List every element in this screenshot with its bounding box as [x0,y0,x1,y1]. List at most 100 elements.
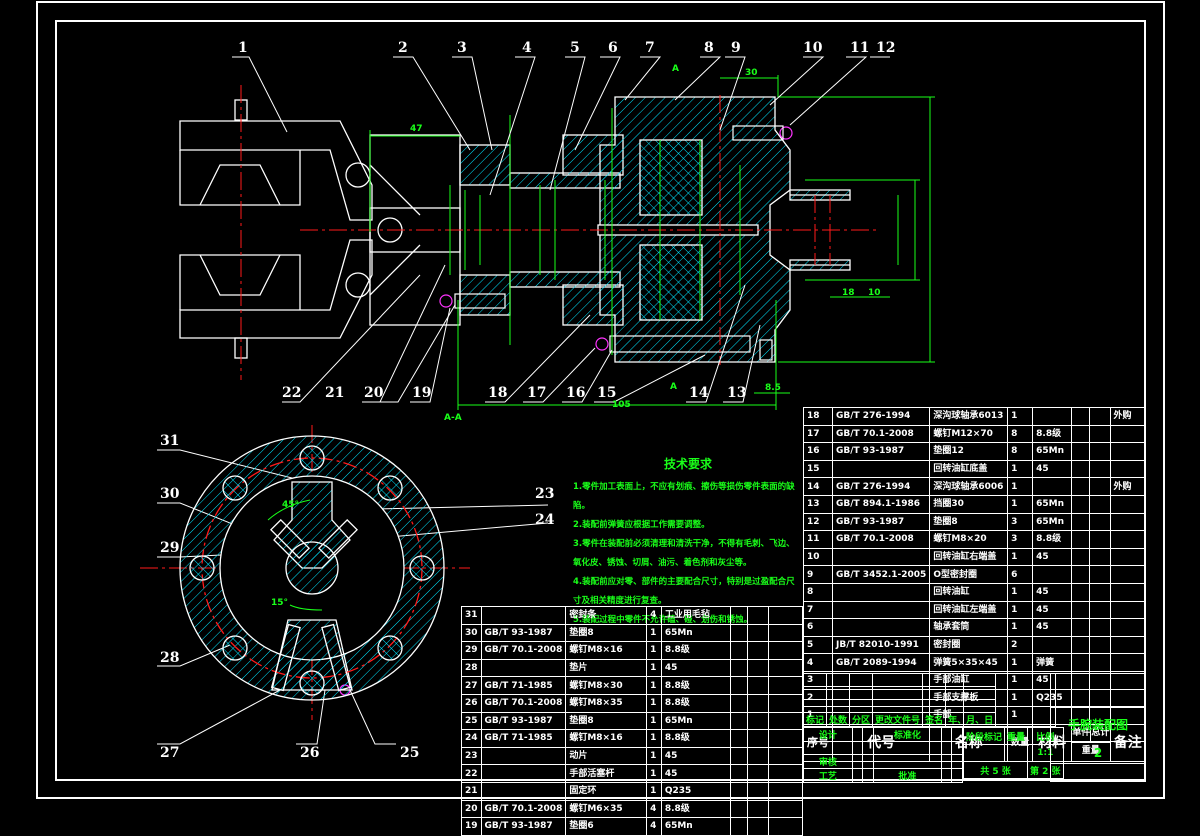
cell-no: 16 [803,442,833,461]
title-block-approvals: 设计标准化 审核 工艺批准 [803,727,963,783]
cell-total_wt [747,623,770,643]
callout-16: 16 [566,385,586,401]
cell-note [1109,600,1147,620]
callout-3: 3 [457,40,467,56]
label-design: 设计 [803,727,853,742]
cell-note: 外购 [1109,407,1147,426]
cell-qty: 1 [1007,407,1034,426]
label-count: 处数 [826,712,851,727]
cell-name: 回转油缸左端盖 [929,600,1009,620]
cell-no: 17 [803,424,833,444]
technical-requirements: 技术要求 1.零件加工表面上，不应有划痕、擦伤等损伤零件表面的缺陷。 2.装配前… [573,455,803,630]
drawing-title: 手腕装配图 [1050,707,1146,742]
cell-total_wt [747,817,770,836]
cell-material: 45 [660,746,732,766]
cell-code [480,764,567,783]
cell-material: 弹簧 [1032,653,1073,672]
revision-header-row: 标记 处数 分区 更改文件号 签名 年、月、日 [802,712,997,727]
cell-material: 8.8级 [1032,424,1073,444]
callout-12: 12 [876,40,896,56]
cell-note [768,623,803,643]
cell-unit_wt [730,729,749,748]
cell-material: 65Mn [660,711,732,731]
callout-11: 11 [850,40,870,56]
cell-qty: 3 [1007,512,1034,532]
gripper-hand [179,99,461,359]
cell-code [480,658,567,678]
title-block-empty-upper [963,673,1056,727]
cell-unit_wt [730,623,749,643]
cell-no: 14 [803,477,833,496]
cell-material: 65Mn [1032,494,1073,514]
cell-code: GB/T 2089-1994 [831,653,931,672]
bolts [454,125,784,361]
cell-code: GB/T 276-1994 [831,407,931,426]
cell-total_wt [1088,424,1111,444]
cell-note: 外购 [1109,477,1147,496]
cell-no: 9 [803,565,833,584]
cell-qty: 1 [1007,653,1034,672]
cell-name: 挡圈30 [929,494,1009,514]
cell-material: 工业用毛毡 [660,606,732,625]
cell-total_wt [1088,407,1111,426]
cell-material: 45 [660,658,732,678]
cell-unit_wt [1071,424,1090,444]
cell-total_wt [1088,618,1111,637]
cell-unit_wt [730,781,749,801]
cell-code: GB/T 276-1994 [831,477,931,496]
cell-total_wt [1088,600,1111,620]
label-mark: 标记 [802,712,828,727]
cell-no: 15 [803,459,833,479]
cell-qty: 1 [646,641,662,660]
cell-unit_wt [730,676,749,695]
cell-material: 8.8级 [660,676,732,695]
cell-qty: 1 [1007,477,1034,496]
cell-total_wt [1088,530,1111,549]
label-approve: 批准 [872,768,942,783]
cell-qty: 1 [646,693,662,713]
cell-note [1109,635,1147,655]
cell-material [1032,407,1073,426]
label-stage-mark: 阶段标记 [962,727,1006,745]
cell-qty: 1 [1007,547,1034,567]
cell-total_wt [747,711,770,731]
cell-no: 19 [461,817,482,836]
dim-105: 105 [612,400,631,410]
cell-code: GB/T 70.1-2008 [831,424,931,444]
cell-no: 8 [803,582,833,602]
cell-note [1109,565,1147,584]
callout-19: 19 [412,385,432,401]
cell-name: 垫圈8 [929,512,1009,532]
cell-qty: 1 [646,746,662,766]
cell-qty: 1 [646,676,662,695]
cell-unit_wt [730,658,749,678]
cell-code: GB/T 93-1987 [480,817,567,836]
cell-code: GB/T 93-1987 [480,711,567,731]
cell-unit_wt [1071,477,1090,496]
cell-material: 45 [1032,618,1073,637]
cell-qty: 2 [1007,635,1034,655]
dim-8-5: 8.5 [765,383,781,393]
cell-note [768,658,803,678]
cell-note [768,641,803,660]
cell-unit_wt [1071,547,1090,567]
cell-no: 7 [803,600,833,620]
callout-25: 25 [400,745,420,761]
dim-18: 18 [842,288,855,298]
cell-qty: 1 [646,729,662,748]
drawing-number: 2 [1050,741,1146,764]
cell-code: GB/T 70.1-2008 [480,693,567,713]
cell-qty: 1 [1007,494,1034,514]
label-signature: 签名 [922,712,947,727]
title-block-stage: 阶段标记 重量 比例 1:1 共 5 张 第 2 张 [962,727,1064,779]
